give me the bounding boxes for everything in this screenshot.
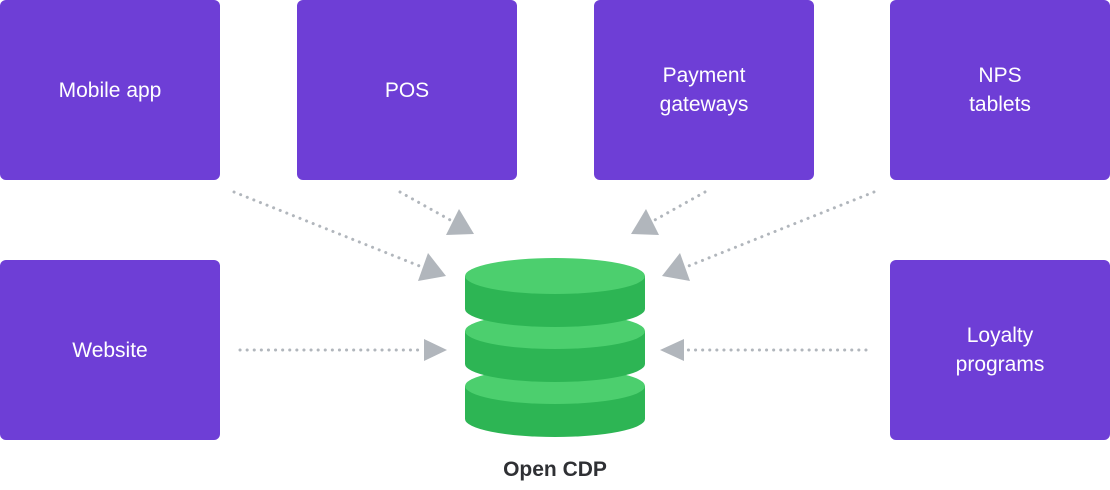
- database-disk-top: [465, 258, 645, 327]
- source-label-payment-gateways: Payment gateways: [659, 64, 749, 116]
- source-label-loyalty-programs: Loyalty programs: [955, 324, 1045, 376]
- source-label-pos: POS: [384, 78, 430, 102]
- source-box-pos: POS: [297, 0, 517, 180]
- source-label-mobile-app: Mobile app: [58, 78, 162, 102]
- database-icon: [465, 258, 645, 437]
- target-label-open-cdp: Open CDP: [503, 458, 607, 481]
- arrow-mobile-to-cdp: [232, 190, 446, 281]
- arrow-pos-to-cdp: [398, 190, 474, 235]
- source-box-mobile-app: Mobile app: [0, 0, 220, 180]
- source-box-payment-gateways: Payment gateways: [594, 0, 814, 180]
- source-box-loyalty-programs: Loyalty programs: [890, 260, 1110, 440]
- arrow-payment-to-cdp: [631, 190, 707, 235]
- arrow-website-to-cdp: [238, 339, 447, 361]
- arrow-nps-to-cdp: [662, 190, 876, 281]
- source-label-website: Website: [72, 338, 148, 362]
- source-label-nps-tablets: NPS tablets: [969, 64, 1031, 116]
- arrow-loyalty-to-cdp: [660, 339, 868, 361]
- source-box-website: Website: [0, 260, 220, 440]
- source-box-nps-tablets: NPS tablets: [890, 0, 1110, 180]
